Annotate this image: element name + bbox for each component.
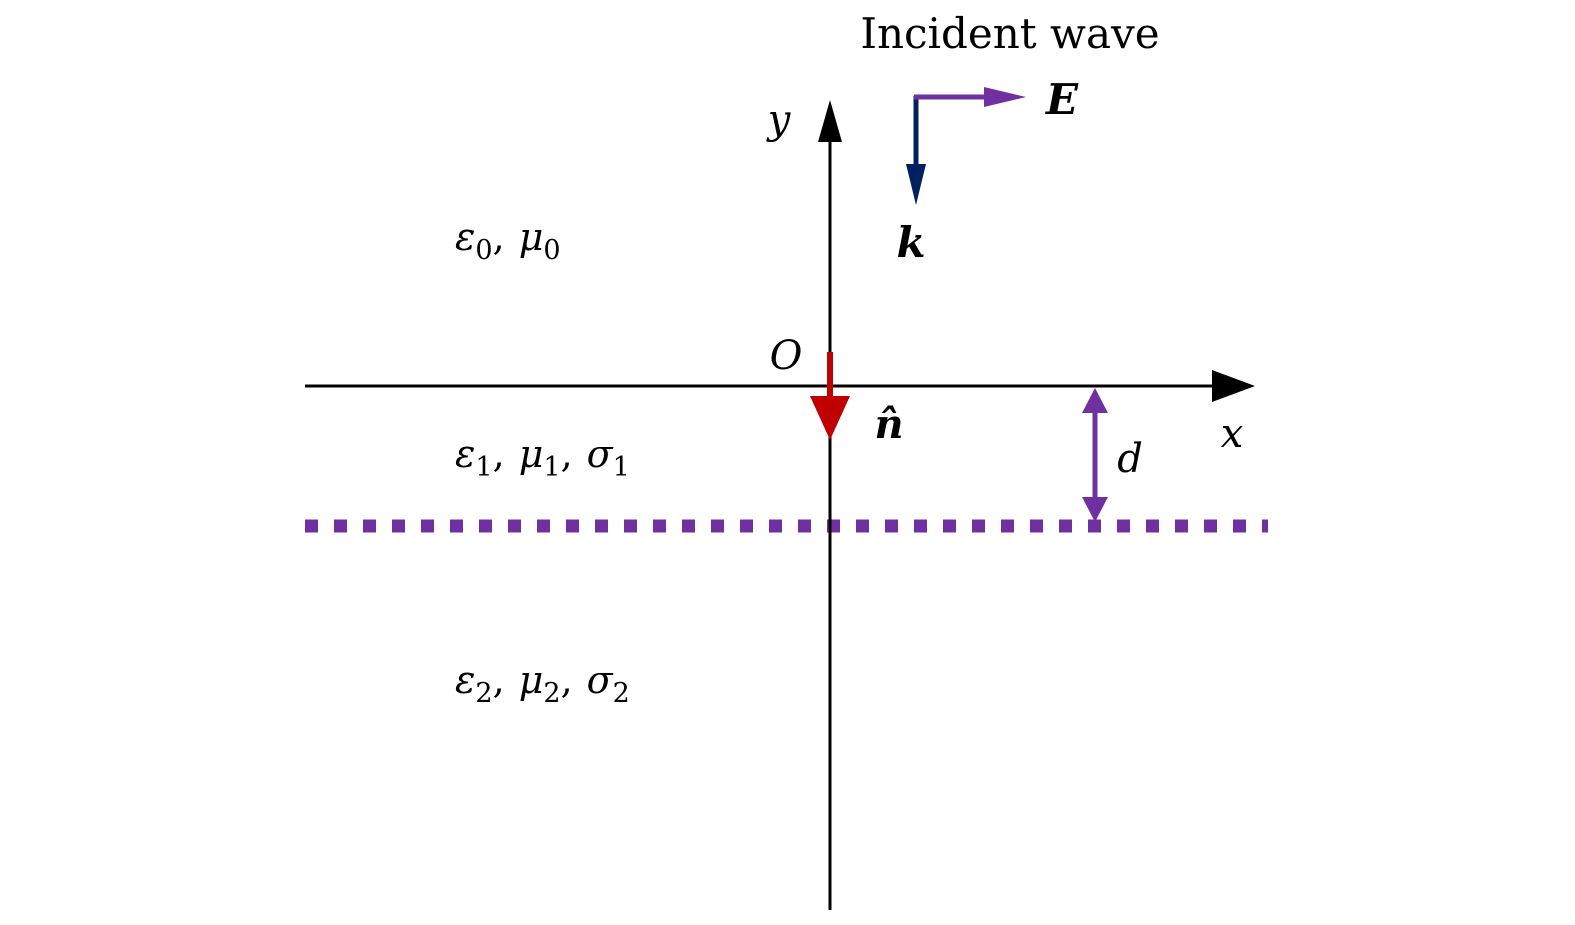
region-2-subscript-1: 2 bbox=[543, 678, 560, 709]
region-1-symbol-1: μ bbox=[519, 432, 544, 476]
y-axis-label: y bbox=[766, 97, 792, 143]
region-0-subscript-0: 0 bbox=[475, 235, 492, 266]
region-1-symbol-2: σ bbox=[587, 432, 614, 476]
e-vector-label: E bbox=[1045, 75, 1079, 124]
region-1-symbol-0: ε bbox=[455, 432, 475, 476]
region-0-subscript-1: 0 bbox=[543, 235, 560, 266]
origin-label: O bbox=[770, 333, 803, 379]
x-axis-arrowhead bbox=[1212, 370, 1255, 402]
normal-vector-arrow bbox=[810, 352, 850, 440]
region-2-symbol-1: μ bbox=[519, 658, 544, 702]
x-axis bbox=[305, 370, 1255, 402]
normal-vector-label: n̂ bbox=[874, 401, 903, 448]
y-axis-arrowhead bbox=[818, 100, 842, 142]
k-vector-label: k bbox=[896, 218, 925, 267]
region-0-symbol-1: μ bbox=[519, 215, 544, 259]
region-1-subscript-1: 1 bbox=[543, 452, 560, 483]
region-2-subscript-2: 2 bbox=[613, 678, 630, 709]
region-2-symbol-0: ε bbox=[455, 658, 475, 702]
region-1-subscript-2: 1 bbox=[613, 452, 630, 483]
region-2-params: ε2,μ2,σ2 bbox=[455, 658, 630, 709]
region-1-params: ε1,μ1,σ1 bbox=[455, 432, 630, 483]
e-vector-arrow bbox=[914, 87, 1026, 107]
x-axis-label: x bbox=[1221, 411, 1244, 457]
region-0-symbol-0: ε bbox=[455, 215, 475, 259]
region-2-symbol-2: σ bbox=[587, 658, 614, 702]
region-1-subscript-0: 1 bbox=[475, 452, 492, 483]
region-0-params: ε0,μ0 bbox=[455, 215, 561, 266]
region-2-subscript-0: 2 bbox=[475, 678, 492, 709]
d-label: d bbox=[1117, 436, 1143, 482]
incident-wave-title: Incident wave bbox=[860, 9, 1159, 58]
k-vector-arrow bbox=[906, 96, 926, 205]
y-axis bbox=[818, 100, 842, 910]
d-dimension-arrow bbox=[1082, 388, 1108, 522]
